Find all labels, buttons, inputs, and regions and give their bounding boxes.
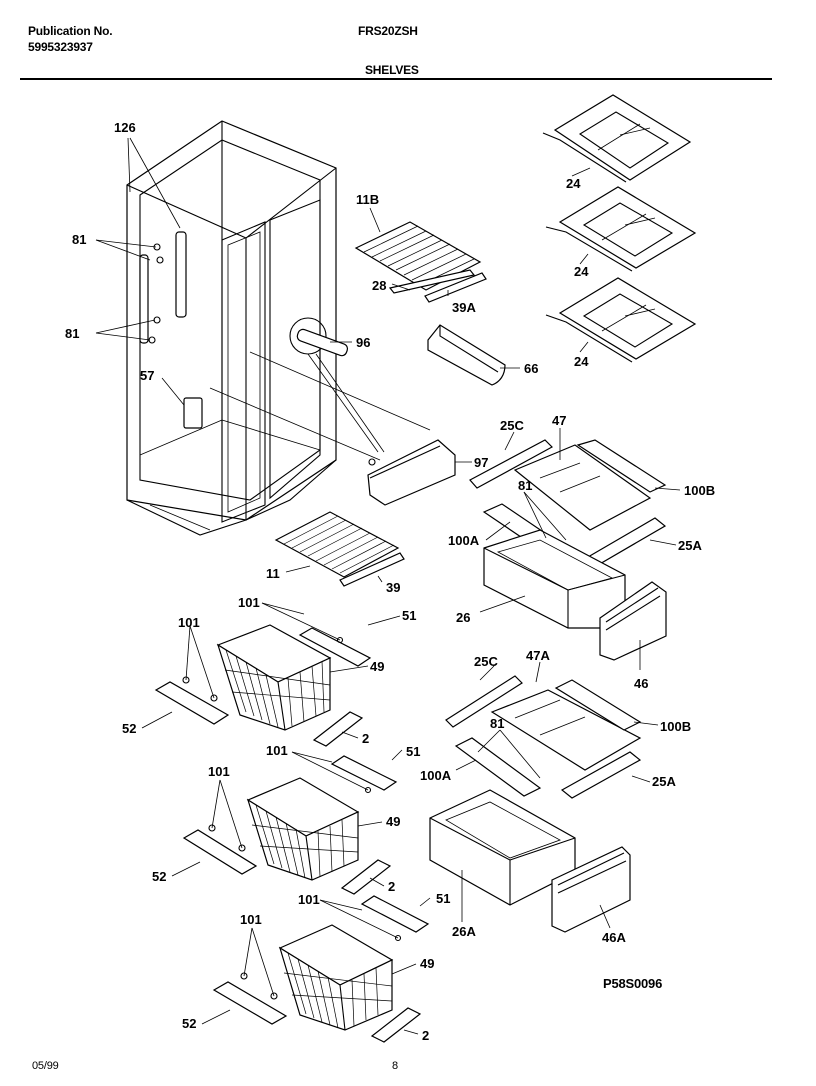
callout-51: 51 xyxy=(402,608,416,623)
callout-25C: 25C xyxy=(500,418,524,433)
crisper-assembly-upper xyxy=(469,439,667,661)
refrigerator-cabinet xyxy=(126,120,431,536)
publication-number: 5995323937 xyxy=(28,40,93,54)
callout-2: 2 xyxy=(388,879,395,894)
callout-51: 51 xyxy=(406,744,420,759)
callout-24: 24 xyxy=(574,354,589,369)
callout-28: 28 xyxy=(372,278,386,293)
callout-100A: 100A xyxy=(448,533,480,548)
callout-52: 52 xyxy=(122,721,136,736)
callout-81: 81 xyxy=(72,232,86,247)
callout-101: 101 xyxy=(178,615,200,630)
callout-126: 126 xyxy=(114,120,136,135)
glass-shelf-24-top xyxy=(542,94,692,183)
callout-39A: 39A xyxy=(452,300,476,315)
part-66 xyxy=(427,324,506,386)
callout-11B: 11B xyxy=(356,192,379,207)
callout-49: 49 xyxy=(386,814,400,829)
callout-2: 2 xyxy=(422,1028,429,1043)
callout-2: 2 xyxy=(362,731,369,746)
callout-25C: 25C xyxy=(474,654,498,669)
callout-24: 24 xyxy=(574,264,589,279)
callout-24: 24 xyxy=(566,176,581,191)
callout-52: 52 xyxy=(182,1016,196,1031)
callout-96: 96 xyxy=(356,335,370,350)
callout-49: 49 xyxy=(420,956,434,971)
callout-52: 52 xyxy=(152,869,166,884)
wire-basket-49-low xyxy=(278,924,394,1031)
wire-shelf-11 xyxy=(274,511,405,587)
callout-26: 26 xyxy=(456,610,470,625)
callout-101: 101 xyxy=(208,764,230,779)
wire-basket-49-mid xyxy=(246,777,360,881)
callout-57: 57 xyxy=(140,368,154,383)
callout-47: 47 xyxy=(552,413,566,428)
wire-shelf-11B xyxy=(354,221,487,303)
part-97 xyxy=(367,439,456,506)
callout-81: 81 xyxy=(490,716,504,731)
callout-39: 39 xyxy=(386,580,400,595)
callout-81: 81 xyxy=(518,478,532,493)
callout-labels: 126 81 81 57 11B 28 39A 96 66 97 24 24 2… xyxy=(65,120,715,1043)
callout-66: 66 xyxy=(524,361,538,376)
model-number: FRS20ZSH xyxy=(358,24,418,38)
footer-date: 05/99 xyxy=(32,1060,59,1072)
page-number: 8 xyxy=(392,1060,398,1072)
header-rule xyxy=(20,78,772,80)
callout-100B: 100B xyxy=(660,719,691,734)
callout-100A: 100A xyxy=(420,768,452,783)
callout-49: 49 xyxy=(370,659,384,674)
callout-101: 101 xyxy=(298,892,320,907)
callout-101: 101 xyxy=(240,912,262,927)
callout-101: 101 xyxy=(266,743,288,758)
callout-101: 101 xyxy=(238,595,260,610)
publication-label: Publication No. xyxy=(28,24,113,38)
figure-id: P58S0096 xyxy=(603,976,663,991)
callout-26A: 26A xyxy=(452,924,476,939)
callout-11: 11 xyxy=(266,566,280,581)
crisper-assembly-lower xyxy=(429,675,642,933)
leader-lines xyxy=(95,137,681,1035)
callout-81: 81 xyxy=(65,326,79,341)
rails-and-slides xyxy=(154,627,430,1043)
callout-46A: 46A xyxy=(602,930,626,945)
callout-25A: 25A xyxy=(652,774,676,789)
callout-51: 51 xyxy=(436,891,450,906)
section-title: SHELVES xyxy=(365,63,419,77)
glass-shelf-24-mid xyxy=(545,186,697,272)
callout-100B: 100B xyxy=(684,483,715,498)
callout-46: 46 xyxy=(634,676,648,691)
wire-basket-49-top xyxy=(216,624,332,731)
part-96 xyxy=(289,317,385,453)
callout-97: 97 xyxy=(474,455,488,470)
glass-shelf-24-low xyxy=(545,277,697,363)
callout-25A: 25A xyxy=(678,538,702,553)
callout-47A: 47A xyxy=(526,648,550,663)
